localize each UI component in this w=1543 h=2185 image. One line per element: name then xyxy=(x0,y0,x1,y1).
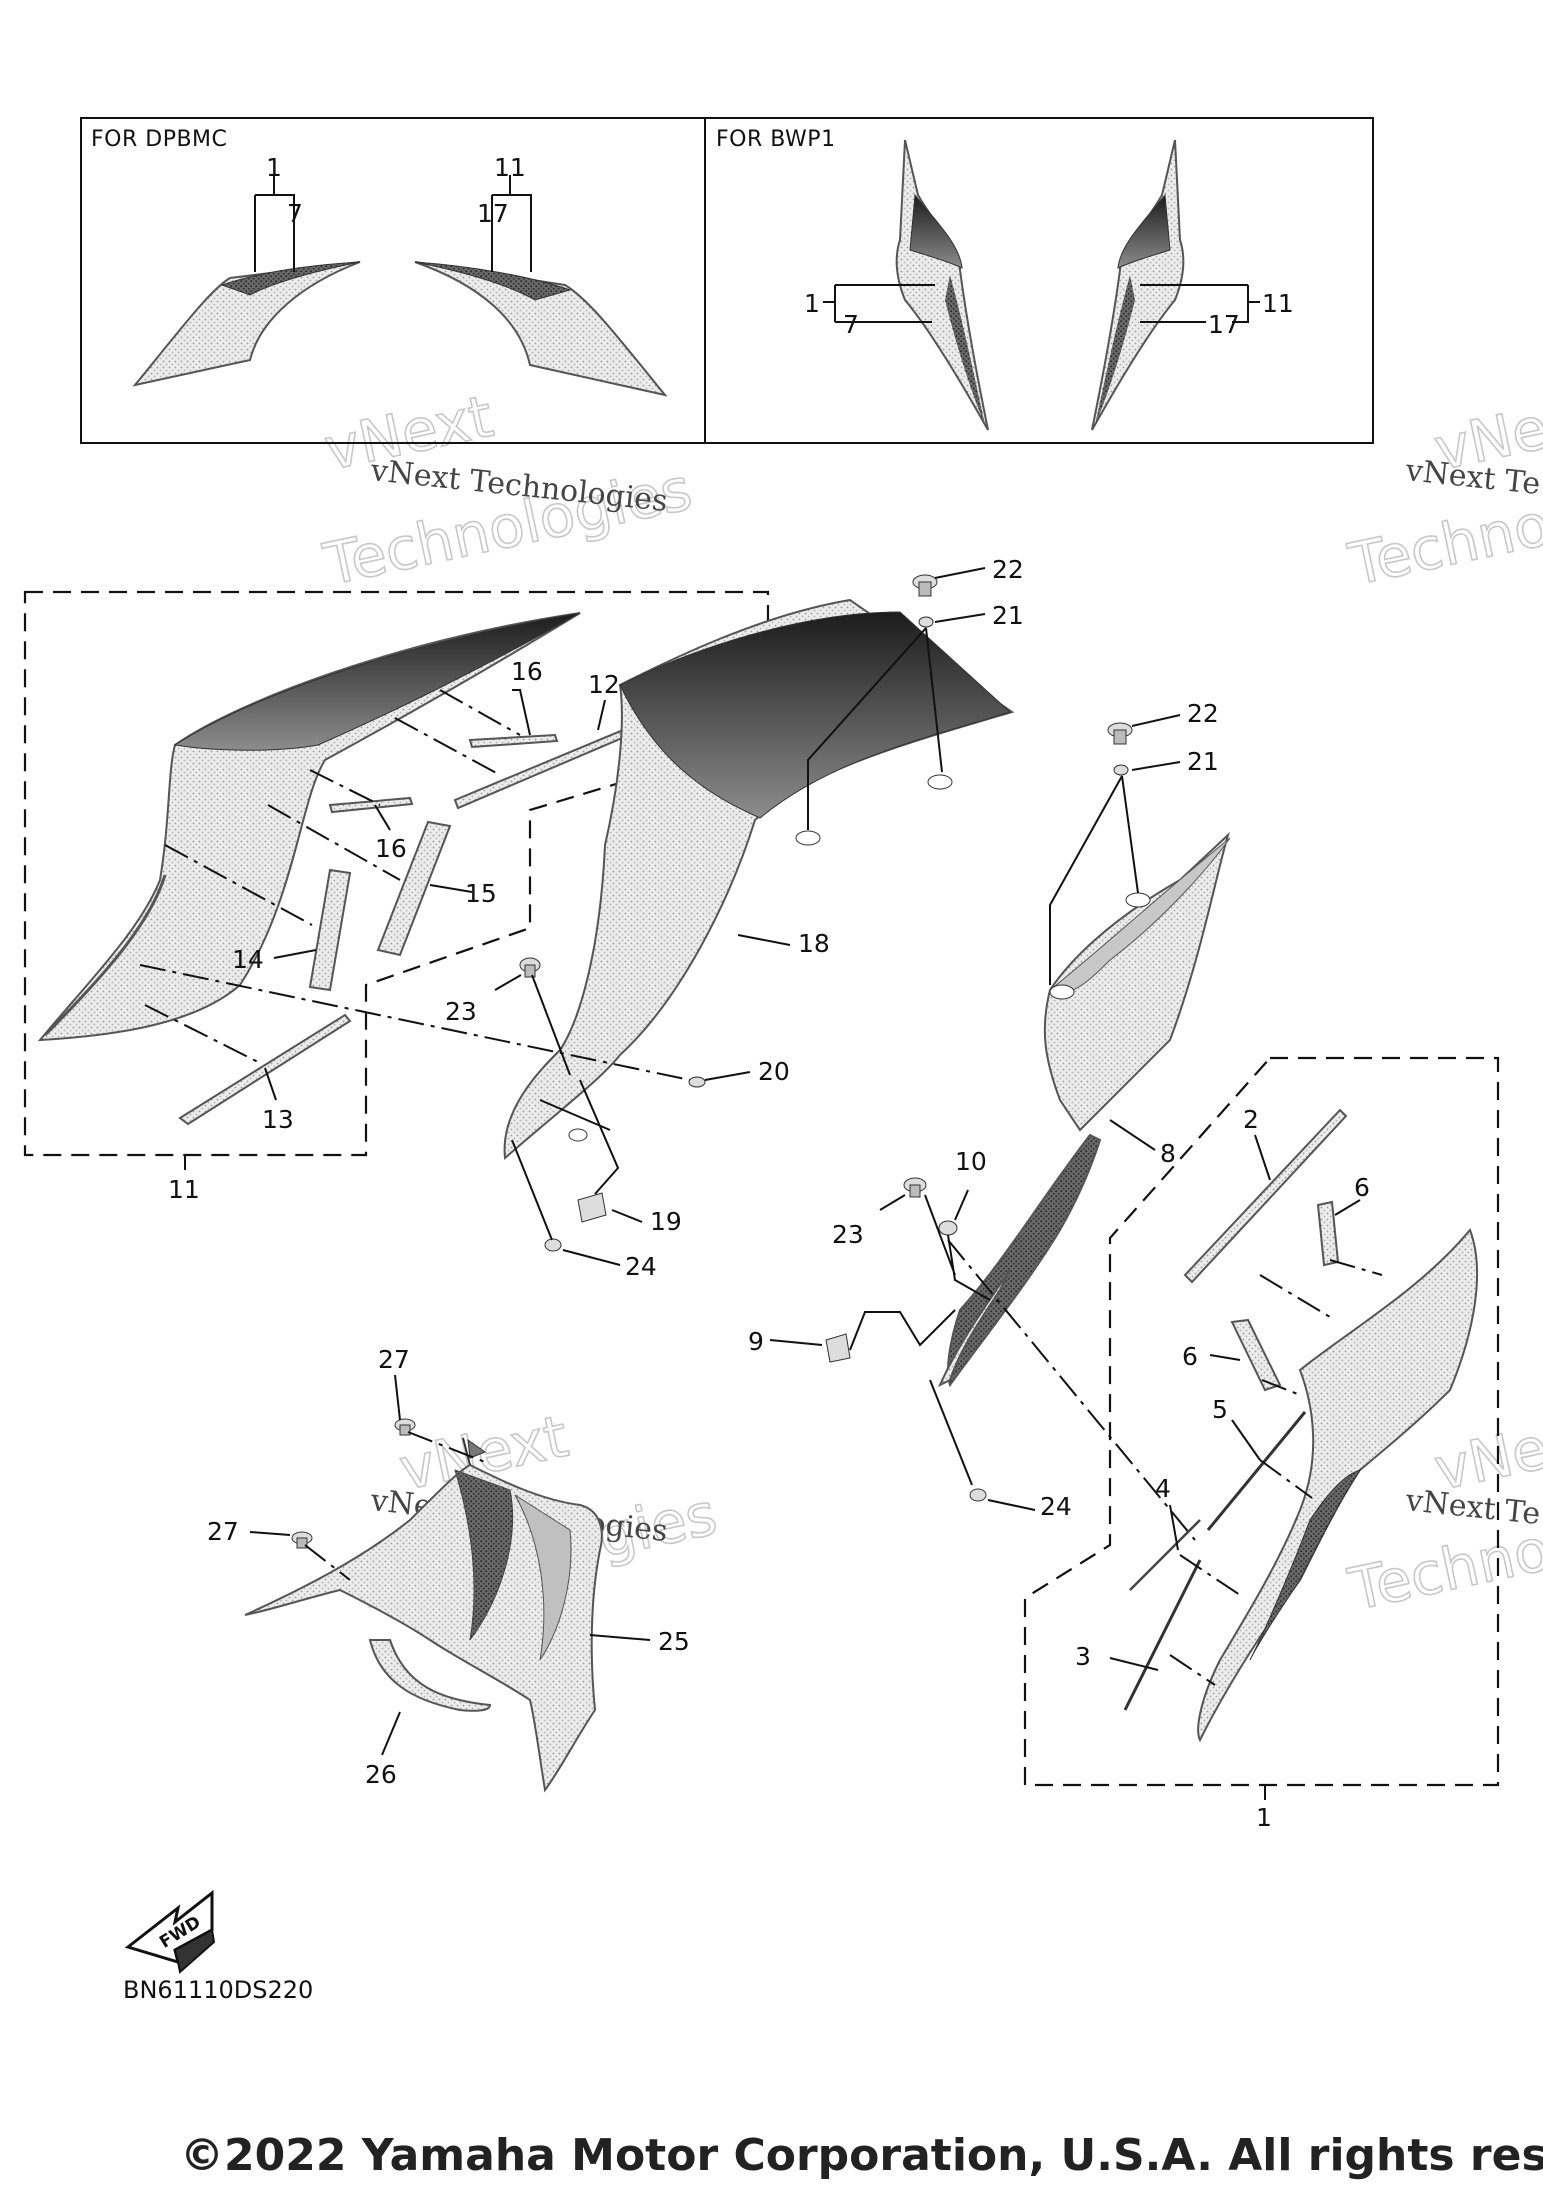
forward-arrow: FWD xyxy=(124,1889,216,1974)
label-4: 4 xyxy=(1155,1474,1171,1503)
inner-panel-18: 22 21 18 23 20 19 24 xyxy=(139,555,1024,1281)
label-19: 19 xyxy=(650,1207,682,1236)
nut-24 xyxy=(969,1488,987,1502)
screw-23 xyxy=(519,957,541,978)
label-13: 13 xyxy=(262,1105,294,1134)
screw-27 xyxy=(394,1418,416,1436)
label-12: 12 xyxy=(588,670,620,699)
clip-9 xyxy=(825,1333,851,1363)
nut-21 xyxy=(918,616,934,628)
inset-title-dpbmc: FOR DPBMC xyxy=(91,127,227,152)
label-1: 1 xyxy=(1256,1803,1272,1832)
label-22: 22 xyxy=(992,555,1024,584)
label-26: 26 xyxy=(365,1760,397,1789)
label-27: 27 xyxy=(207,1517,239,1546)
copyright-notice: ©2022 Yamaha Motor Corporation, U.S.A. A… xyxy=(180,2130,1543,2181)
nut-21 xyxy=(1113,764,1129,776)
label-3: 3 xyxy=(1075,1642,1091,1671)
label-11: 11 xyxy=(1262,289,1294,318)
label-20: 20 xyxy=(758,1057,790,1086)
clip-19 xyxy=(577,1192,607,1223)
label-22: 22 xyxy=(1187,699,1219,728)
label-1: 1 xyxy=(804,289,820,318)
label-9: 9 xyxy=(748,1327,764,1356)
inset-box-bwp1: FOR BWP1 1 7 17 11 xyxy=(704,117,1374,444)
label-24: 24 xyxy=(625,1252,657,1281)
label-11: 11 xyxy=(494,153,526,182)
label-10: 10 xyxy=(955,1147,987,1176)
label-23: 23 xyxy=(445,997,477,1026)
label-7: 7 xyxy=(843,310,859,339)
label-16: 16 xyxy=(375,834,407,863)
label-17: 17 xyxy=(1208,310,1240,339)
screw-27 xyxy=(291,1531,313,1549)
screw-23 xyxy=(903,1177,927,1198)
label-11: 11 xyxy=(168,1175,200,1204)
label-15: 15 xyxy=(465,879,497,908)
clip-10 xyxy=(938,1220,958,1236)
label-16: 16 xyxy=(511,657,543,686)
label-27: 27 xyxy=(378,1345,410,1374)
lower-cover-25: 27 27 25 26 xyxy=(207,1345,690,1793)
label-7: 7 xyxy=(287,199,303,228)
watermark-text: vNext Te xyxy=(1403,1483,1542,1532)
label-8: 8 xyxy=(1160,1139,1176,1168)
assembly-1: 1 2 6 6 5 4 3 xyxy=(1023,1056,1500,1832)
label-6: 6 xyxy=(1354,1173,1370,1202)
label-14: 14 xyxy=(232,945,264,974)
label-25: 25 xyxy=(658,1627,690,1656)
inset-box-dpbmc: FOR DPBMC 1 7 11 17 xyxy=(80,117,706,444)
screw-22 xyxy=(1107,722,1133,745)
label-5: 5 xyxy=(1212,1395,1228,1424)
watermark-outline-word: Techno xyxy=(1343,490,1543,599)
label-23: 23 xyxy=(832,1220,864,1249)
nut-24 xyxy=(544,1238,562,1252)
screw-22 xyxy=(912,574,938,597)
side-panel-8: 22 21 8 10 23 9 24 xyxy=(748,699,1231,1541)
label-21: 21 xyxy=(1187,747,1219,776)
label-24: 24 xyxy=(1040,1492,1072,1521)
diagram-code: BN61110DS220 xyxy=(123,1976,313,2004)
label-6: 6 xyxy=(1182,1342,1198,1371)
clip-20 xyxy=(688,1076,706,1088)
label-21: 21 xyxy=(992,601,1024,630)
label-2: 2 xyxy=(1243,1105,1259,1134)
label-1: 1 xyxy=(266,153,282,182)
label-17: 17 xyxy=(477,199,509,228)
watermark-outline-word: Techno xyxy=(1343,1515,1543,1624)
inset-title-bwp1: FOR BWP1 xyxy=(716,127,836,152)
label-18: 18 xyxy=(798,929,830,958)
